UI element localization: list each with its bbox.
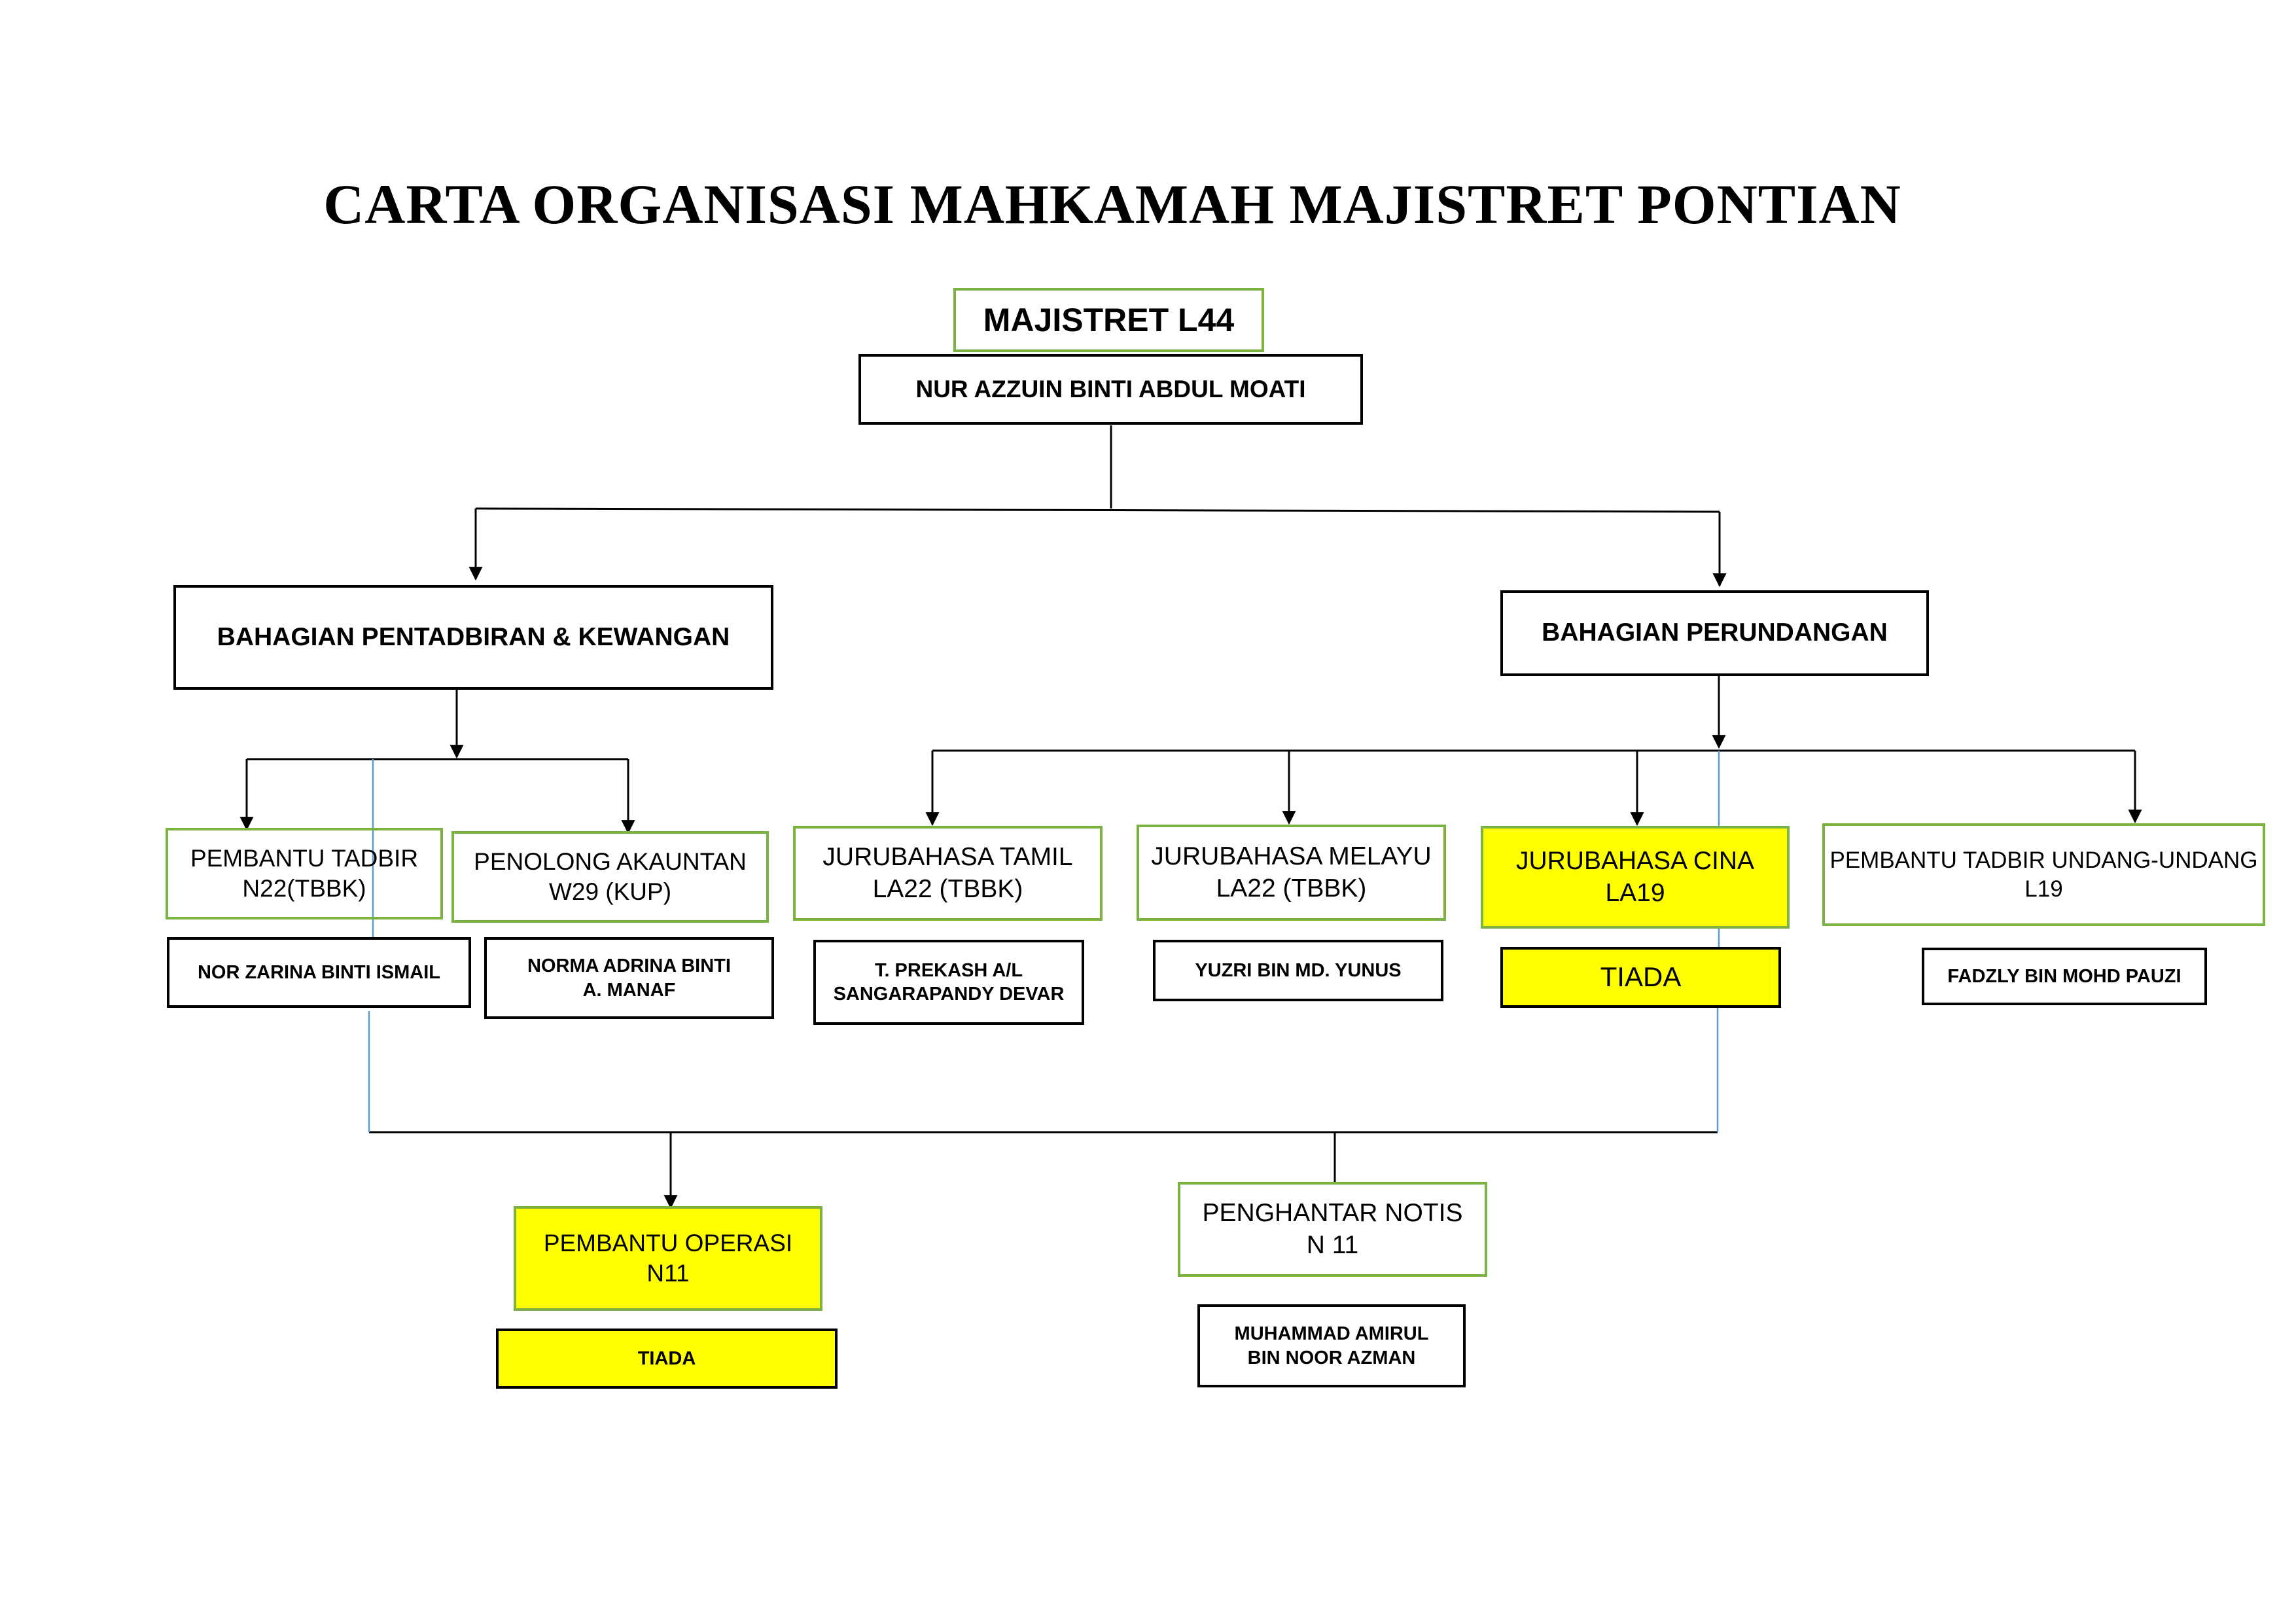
unit-name-box: TIADA — [496, 1329, 838, 1389]
page-title: CARTA ORGANISASI MAHKAMAH MAJISTRET PONT… — [323, 173, 1901, 236]
unit-post-box: PEMBANTU TADBIR N22(TBBK) — [166, 828, 443, 919]
division-legal-box: BAHAGIAN PERUNDANGAN — [1500, 590, 1929, 676]
head-name-box: NUR AZZUIN BINTI ABDUL MOATI — [858, 354, 1363, 425]
unit-post-box: PENGHANTAR NOTIS N 11 — [1178, 1182, 1487, 1277]
unit-name-box: MUHAMMAD AMIRUL BIN NOOR AZMAN — [1197, 1304, 1466, 1387]
unit-name-box: TIADA — [1500, 947, 1781, 1008]
unit-name-box: NORMA ADRINA BINTI A. MANAF — [484, 937, 774, 1019]
unit-post-box: PEMBANTU OPERASI N11 — [514, 1206, 822, 1311]
unit-post-box: JURUBAHASA TAMIL LA22 (TBBK) — [793, 826, 1103, 921]
unit-name-box: YUZRI BIN MD. YUNUS — [1153, 940, 1443, 1001]
unit-post-box: PEMBANTU TADBIR UNDANG-UNDANG L19 — [1822, 823, 2265, 926]
unit-name-box: T. PREKASH A/L SANGARAPANDY DEVAR — [813, 940, 1084, 1025]
unit-name-box: FADZLY BIN MOHD PAUZI — [1922, 948, 2207, 1005]
division-admin-box: BAHAGIAN PENTADBIRAN & KEWANGAN — [173, 585, 773, 690]
unit-post-box: JURUBAHASA CINA LA19 — [1481, 826, 1790, 929]
unit-post-box: PENOLONG AKAUNTAN W29 (KUP) — [451, 831, 769, 923]
unit-name-box: NOR ZARINA BINTI ISMAIL — [167, 937, 471, 1008]
head-post-box: MAJISTRET L44 — [953, 288, 1264, 352]
unit-post-box: JURUBAHASA MELAYU LA22 (TBBK) — [1137, 825, 1446, 921]
